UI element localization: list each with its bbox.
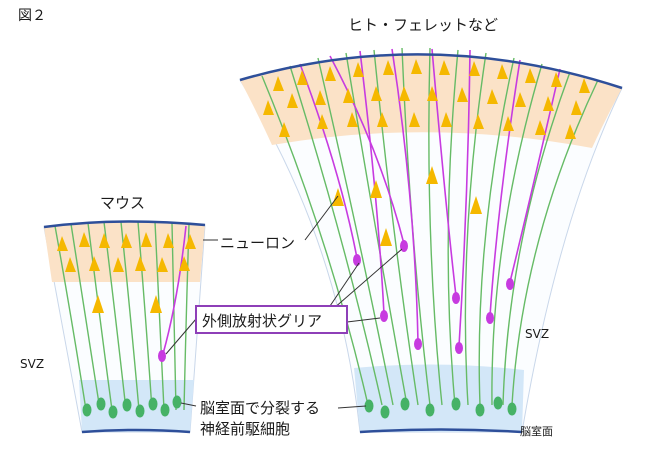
mouse-svz-label: SVZ bbox=[20, 357, 44, 371]
human-svz-label: SVZ bbox=[525, 327, 549, 341]
mouse-diagram bbox=[43, 220, 206, 434]
human-ventricular-surface bbox=[359, 428, 523, 434]
outer-radial-glia-callout-box bbox=[195, 305, 348, 334]
mouse-outer-radial-glia-fiber bbox=[162, 225, 187, 355]
progenitor-label-line1: 脳室面で分裂する bbox=[200, 399, 320, 417]
human-pial-surface bbox=[239, 53, 623, 90]
progenitor-label-line2: 神経前駆細胞 bbox=[200, 420, 290, 438]
human-progenitors bbox=[364, 396, 517, 419]
mouse-progenitors bbox=[82, 395, 182, 419]
human-title: ヒト・フェレットなど bbox=[348, 16, 498, 34]
mouse-pial-surface bbox=[43, 220, 206, 229]
human-neurons bbox=[263, 59, 590, 246]
human-diagram bbox=[239, 47, 623, 434]
mouse-ventricular-surface bbox=[81, 428, 191, 434]
mouse-neurons bbox=[57, 232, 196, 313]
neuron-label: ニューロン bbox=[220, 234, 295, 252]
human-neuron-band bbox=[240, 54, 622, 148]
figure-label: 図２ bbox=[18, 8, 46, 24]
mouse-vz-band bbox=[79, 380, 194, 432]
ventricle-surface-label: 脳室面 bbox=[520, 424, 553, 438]
mouse-title: マウス bbox=[100, 194, 145, 212]
outer-radial-glia-label: 外側放射状グリア bbox=[202, 312, 322, 330]
callout-lines bbox=[165, 195, 403, 409]
human-outer-radial-glia-fibers bbox=[299, 48, 561, 347]
mouse-outer-radial-glia-cell bbox=[158, 350, 166, 362]
